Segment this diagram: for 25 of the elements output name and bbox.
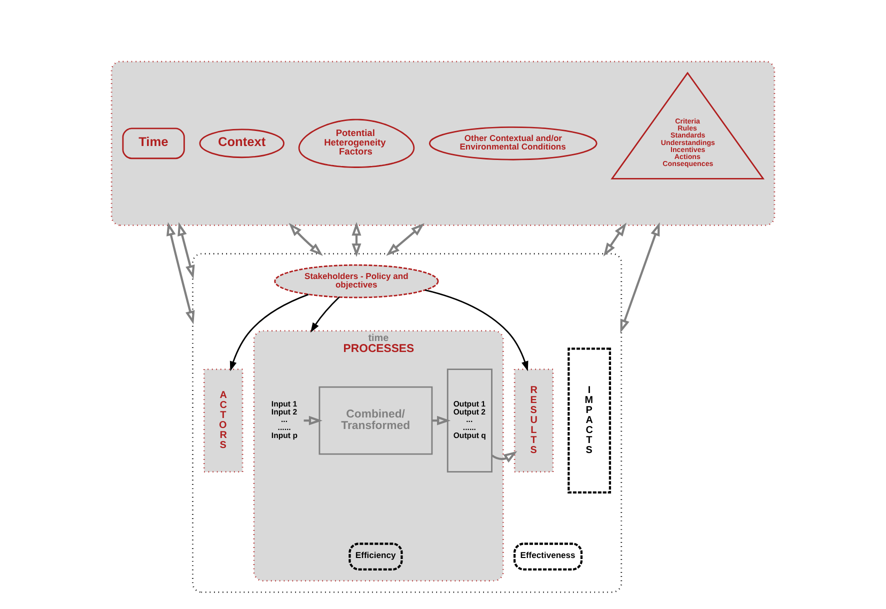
node-box: A C T O R S: [203, 368, 244, 473]
arrow: [310, 296, 340, 333]
arrow: [178, 222, 195, 279]
node-ellipse: Stakeholders - Policy and objectives: [274, 264, 439, 298]
arrow: [491, 451, 518, 463]
node-box: Efficiency: [348, 542, 403, 570]
node-box: Time: [122, 128, 185, 160]
cluster: [192, 253, 622, 593]
arrow: [620, 222, 660, 333]
arrow: [230, 294, 309, 372]
arrow: [166, 222, 195, 324]
arrow: [603, 222, 627, 256]
node-box: Effectiveness: [514, 542, 583, 570]
node-text: Input 1 Input 2 ... ...... Input p: [271, 400, 298, 440]
arrow: [386, 223, 424, 256]
arrow: [288, 222, 323, 256]
node-box: R E S U L T S: [514, 368, 554, 473]
arrow: [352, 222, 362, 257]
node-box: Combined/ Transformed: [318, 386, 433, 455]
node-ellipse: Other Contextual and/or Environmental Conditions: [428, 126, 598, 160]
node-ellipse: Context: [199, 128, 284, 158]
node-box: Output 1 Output 2 ... ...... Output q: [446, 368, 492, 473]
cluster: [110, 60, 776, 226]
node-box: I M P A C T S: [568, 348, 612, 494]
arrow: [424, 289, 528, 372]
